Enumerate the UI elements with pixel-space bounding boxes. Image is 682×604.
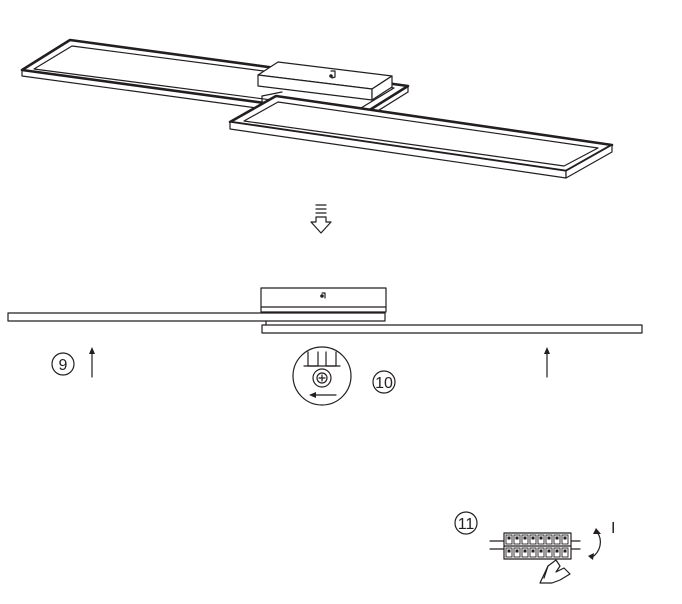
terminal-screw bbox=[531, 536, 535, 540]
slide-left-arrow-icon bbox=[309, 392, 337, 398]
right-frame-side bbox=[261, 324, 643, 334]
terminal-screw bbox=[547, 536, 551, 540]
step-10: 10 bbox=[292, 346, 396, 406]
terminal-screw bbox=[555, 549, 559, 553]
step-9: 9 bbox=[51, 347, 95, 378]
step-9-number: 9 bbox=[59, 357, 68, 374]
terminal-block-icon bbox=[489, 532, 581, 560]
down-arrow-icon bbox=[310, 204, 332, 234]
side-canopy bbox=[260, 287, 387, 313]
terminal-screw bbox=[507, 536, 511, 540]
canopy-base bbox=[257, 61, 393, 101]
terminal-screw bbox=[539, 536, 543, 540]
terminal-screw bbox=[555, 536, 559, 540]
switch-on-mark: I bbox=[611, 520, 615, 537]
left-frame-side bbox=[7, 312, 386, 322]
terminal-screw bbox=[547, 549, 551, 553]
step-9-circle bbox=[51, 352, 75, 376]
step-11-number: 11 bbox=[458, 516, 475, 533]
terminal-screw bbox=[563, 536, 567, 540]
lamp-isometric-view bbox=[20, 38, 614, 179]
terminal-screw bbox=[563, 549, 567, 553]
step-11: 11 I bbox=[454, 511, 615, 584]
lamp-side-view bbox=[7, 287, 643, 334]
terminal-screw bbox=[539, 549, 543, 553]
rotate-arrow-icon bbox=[588, 528, 601, 560]
hand-icon bbox=[539, 559, 571, 584]
step-11-circle bbox=[454, 511, 478, 535]
up-arrow-icon bbox=[89, 347, 95, 378]
terminal-screw bbox=[523, 549, 527, 553]
terminal-screw bbox=[515, 549, 519, 553]
terminal-screw bbox=[523, 536, 527, 540]
step-10-circle bbox=[372, 370, 396, 394]
step-10-number: 10 bbox=[375, 375, 393, 392]
right-frame-panel bbox=[228, 91, 614, 179]
terminal-screw bbox=[531, 549, 535, 553]
terminal-screw bbox=[507, 549, 511, 553]
screw-detail-magnifier bbox=[292, 346, 352, 406]
up-arrow-icon bbox=[544, 347, 550, 378]
terminal-screw bbox=[515, 536, 519, 540]
